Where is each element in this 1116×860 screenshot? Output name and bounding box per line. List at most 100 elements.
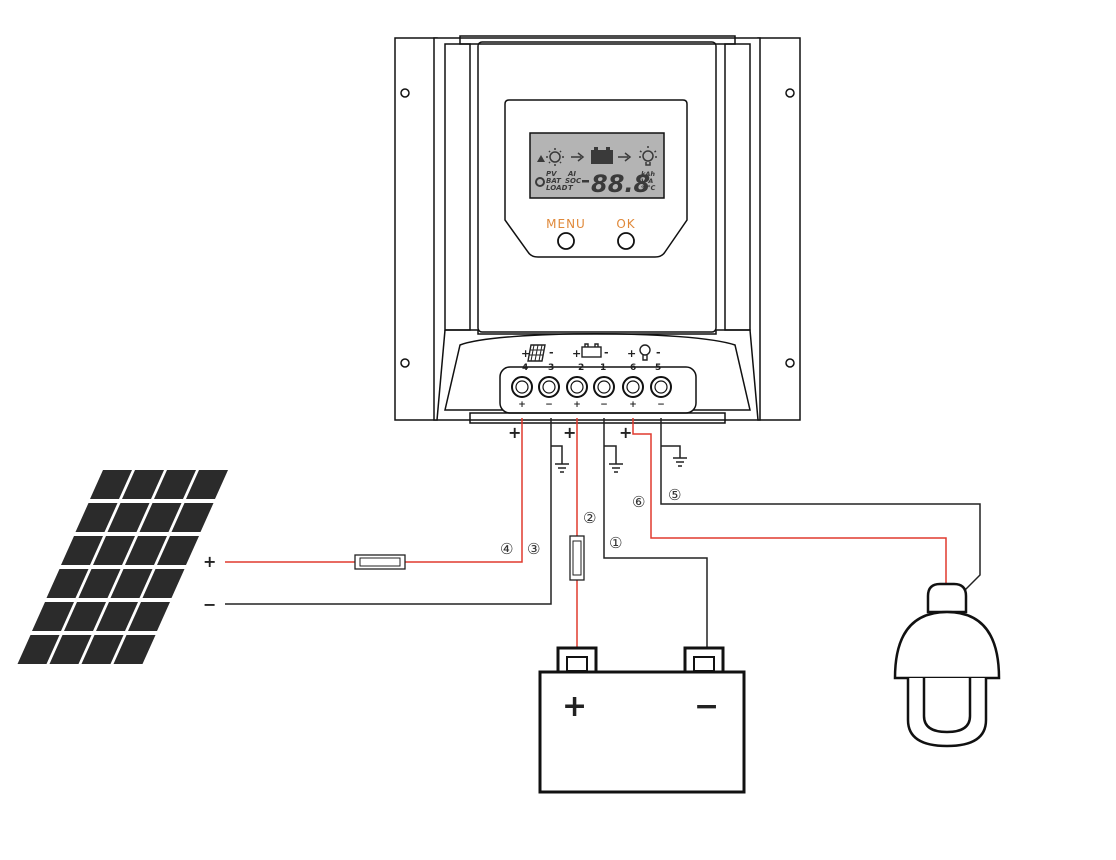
terminal-screw-2[interactable] (538, 376, 560, 398)
solar-cell (139, 503, 182, 532)
bulb-small-icon (639, 344, 651, 361)
terminal-polarity-label: + (518, 400, 526, 410)
street-lamp (893, 582, 1001, 748)
lcd-mode-soc: SOC (565, 177, 582, 185)
terminal-num-3: 3 (548, 363, 554, 373)
lcd-sun-icon (546, 148, 564, 166)
load-plus-sign: + (627, 347, 636, 360)
terminal-polarity-label: − (600, 400, 608, 410)
solar-cell (171, 503, 214, 532)
panel-minus-sign: − (203, 595, 216, 614)
lcd-label-pv: PV (546, 170, 557, 178)
solar-cell (90, 470, 132, 499)
bat-minus-sign: - (604, 346, 609, 359)
solar-cell (122, 470, 164, 499)
terminal-screw-inner (626, 380, 640, 394)
battery (538, 646, 746, 794)
terminal-screw-3[interactable] (566, 376, 588, 398)
lcd-digits: 88.8 (591, 170, 650, 198)
panel-plus-sign: + (203, 552, 216, 571)
terminal-screw-inner (597, 380, 611, 394)
pv-minus-sign: - (549, 346, 554, 359)
terminal-num-1: 1 (600, 363, 606, 373)
menu-button[interactable] (557, 232, 575, 250)
solar-cell (64, 602, 106, 631)
battery-minus-sign: − (694, 689, 719, 724)
solar-cell (75, 503, 118, 532)
ok-button[interactable] (617, 232, 635, 250)
terminal-group-load: + - 6 5 (627, 344, 661, 373)
terminal-screw-5[interactable] (622, 376, 644, 398)
solar-cell (142, 569, 185, 598)
lcd-screen: PV BAT LOAD AI SOC T 88.8 kAh V A %℃ (529, 132, 665, 199)
lcd-label-load: LOAD (546, 184, 568, 192)
terminal-screw-inner (542, 380, 556, 394)
terminal-num-6: 6 (630, 363, 636, 373)
terminal-num-2: 2 (578, 363, 584, 373)
terminal-screw-1[interactable] (511, 376, 533, 398)
solar-cell (46, 569, 89, 598)
wire-num-2: ② (583, 509, 596, 527)
solar-cell (78, 569, 121, 598)
terminal-polarity-label: − (657, 400, 665, 410)
lcd-label-bat: BAT (546, 177, 562, 185)
solar-cell (49, 635, 92, 664)
solar-cell (32, 602, 74, 631)
wire-load-negative (660, 418, 981, 591)
lcd-unit-kah: kAh (641, 170, 655, 178)
lcd-warning-icon (537, 155, 545, 162)
solar-cell (154, 470, 196, 499)
solar-cell (107, 503, 150, 532)
terminal-group-bat: + - 2 1 (572, 343, 609, 373)
terminal-screw-6[interactable] (650, 376, 672, 398)
wire-load-positive (632, 418, 947, 585)
bat-wire-plus-sign: + (563, 423, 576, 442)
terminal-screw-inner (654, 380, 668, 394)
terminal-polarity-label: + (573, 400, 581, 410)
ok-label: OK (616, 217, 635, 231)
lcd-unit-va: V A (641, 177, 653, 185)
pv-plus-sign: + (521, 347, 530, 360)
lcd-gear-icon (535, 177, 545, 187)
battery-small-icon (581, 343, 602, 358)
lcd-mode-ai: AI (567, 170, 576, 178)
solar-cell (125, 536, 167, 565)
solar-cell (81, 635, 124, 664)
wire-num-1: ① (609, 534, 622, 552)
wire-pv-negative (225, 418, 552, 605)
solar-cell (61, 536, 103, 565)
pv-wire-plus-sign: + (508, 423, 521, 442)
wire-num-3: ③ (527, 540, 540, 558)
wire-bat-negative (603, 418, 708, 648)
solar-cell (128, 602, 170, 631)
bat-plus-sign: + (572, 347, 581, 360)
lcd-bulb-icon (639, 146, 657, 166)
terminal-screw-inner (515, 380, 529, 394)
terminal-polarity-label: − (545, 400, 553, 410)
terminal-num-5: 5 (655, 363, 661, 373)
terminal-screw-4[interactable] (593, 376, 615, 398)
wire-num-4: ④ (500, 540, 513, 558)
load-minus-sign: - (656, 346, 661, 359)
solar-cell (110, 569, 153, 598)
menu-label: MENU (546, 217, 586, 231)
wire-num-5: ⑤ (668, 486, 681, 504)
battery-plus-sign: + (562, 689, 587, 724)
load-wire-plus-sign: + (619, 423, 632, 442)
charge-controller (394, 35, 801, 424)
pv-fuse (354, 554, 406, 570)
solar-cell (93, 536, 135, 565)
terminal-polarity-label: + (629, 400, 637, 410)
wire-pv-positive (405, 418, 523, 563)
lcd-mode-t: T (568, 184, 574, 192)
solar-panel (17, 470, 228, 664)
terminal-num-4: 4 (522, 363, 528, 373)
solar-cell (113, 635, 156, 664)
solar-cell (17, 635, 60, 664)
solar-cell (96, 602, 138, 631)
solar-cell (186, 470, 228, 499)
wires (225, 418, 981, 648)
terminal-screws: + − + − + − (511, 376, 672, 410)
terminal-screw-inner (570, 380, 584, 394)
